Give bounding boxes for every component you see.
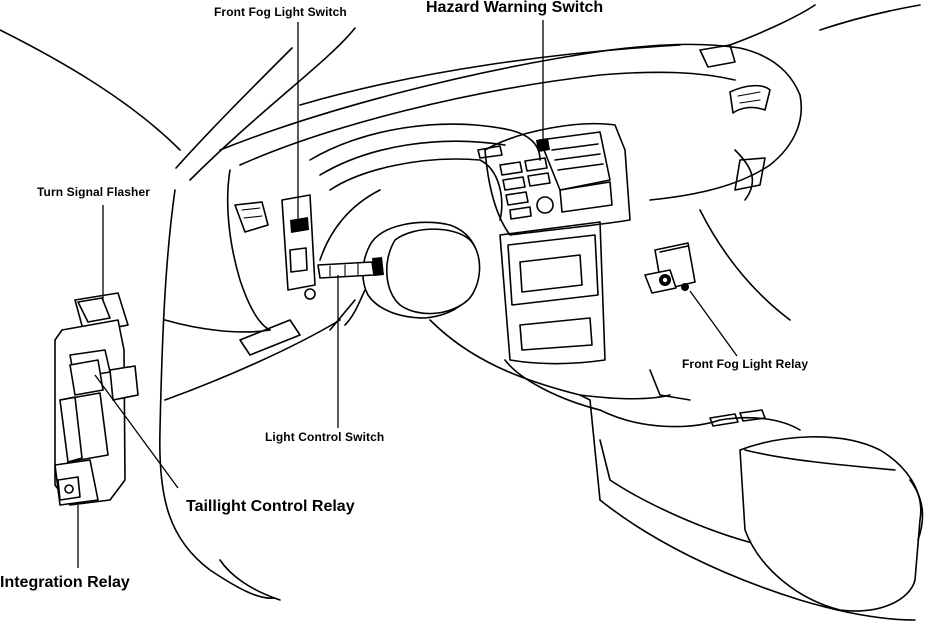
label-light-control-switch: Light Control Switch — [265, 430, 385, 444]
relay-block — [54, 292, 139, 506]
dashboard-top — [219, 43, 802, 321]
fog-switch-panel — [281, 194, 316, 300]
steering-wheel — [329, 221, 481, 331]
leader-lines — [77, 20, 738, 568]
label-taillight-control-relay: Taillight Control Relay — [186, 498, 355, 515]
label-hazard-warning-switch: Hazard Warning Switch — [426, 0, 604, 16]
leader-taillight-control-relay — [94, 374, 179, 489]
floor-console — [219, 319, 924, 621]
label-integration-relay: Integration Relay — [0, 574, 130, 591]
left-dash — [158, 169, 341, 600]
label-front-fog-light-relay: Front Fog Light Relay — [682, 357, 809, 371]
leader-front-fog-light-relay — [689, 290, 738, 357]
light-control-stalk — [317, 257, 384, 279]
center-console — [477, 122, 631, 411]
label-front-fog-light-switch: Front Fog Light Switch — [214, 5, 347, 19]
fog-relay-part — [644, 242, 696, 294]
label-turn-signal-flasher: Turn Signal Flasher — [37, 185, 151, 199]
instrument-hood — [309, 123, 541, 261]
windshield-lines — [0, 4, 921, 181]
